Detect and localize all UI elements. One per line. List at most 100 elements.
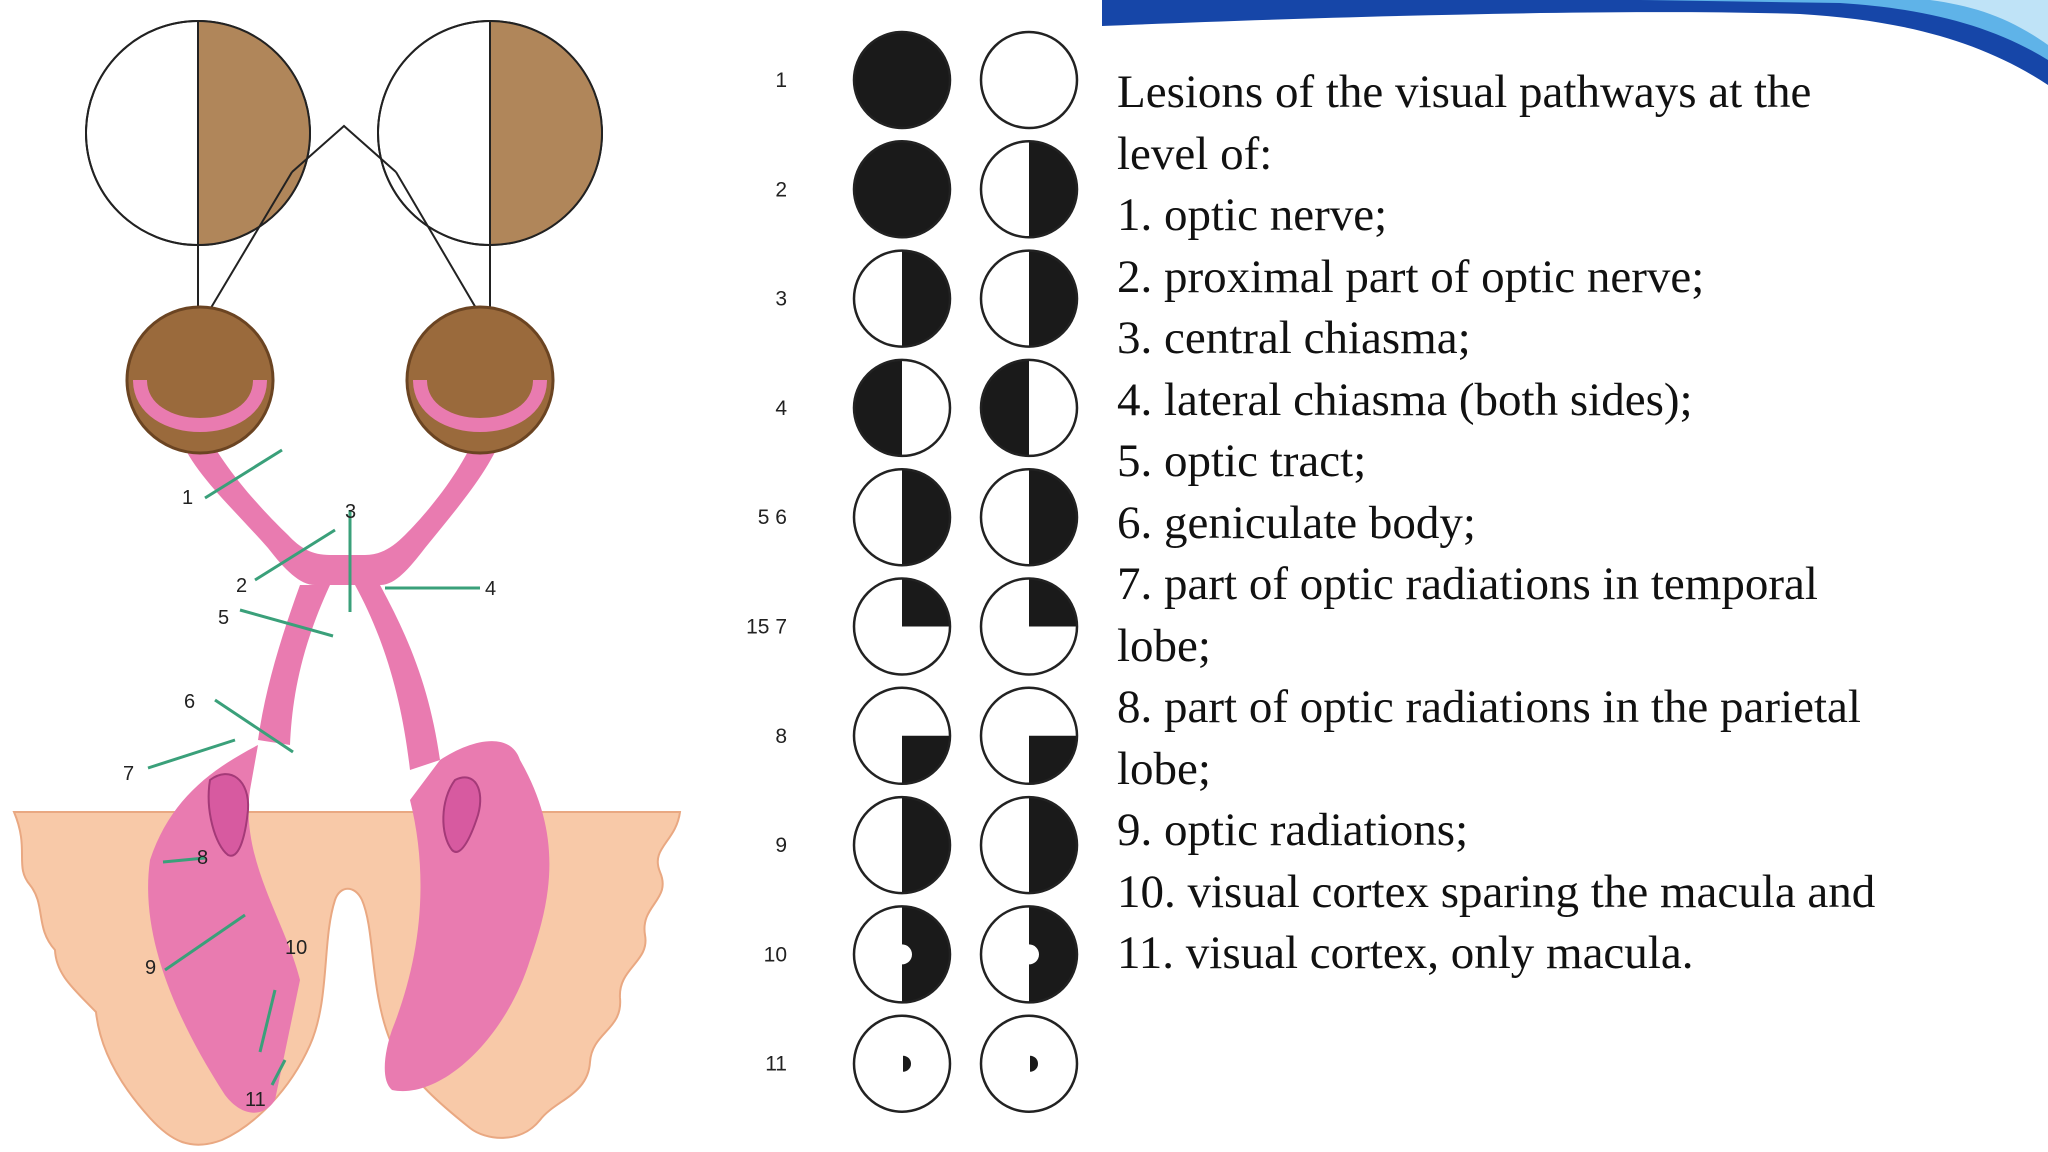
field-row-label: 9 [775,834,787,857]
field-outline [979,30,1079,130]
field-outline [979,140,1079,239]
left-eye-field-circle [852,358,952,458]
field-row: 1 [775,30,1079,130]
macula-spared [892,944,912,965]
field-outline [852,577,952,676]
field-fill [1029,469,1077,566]
field-fill [1029,735,1077,784]
field-outline [979,905,1079,1004]
field-fill [1029,797,1077,894]
field-row: 15 7 [746,577,1079,676]
field-outline [852,1014,952,1113]
macula-spared [1019,944,1039,965]
left-eye-field-circle [852,905,952,1004]
banner-swoosh-light [1640,0,2048,60]
field-row: 3 [775,249,1079,348]
field-row: 9 [775,795,1079,895]
field-outline [979,577,1079,676]
diagram-label-5: 5 [218,607,229,629]
diagram-label-2: 2 [236,575,247,597]
left-eye-field-circle [852,686,952,786]
field-fill [902,250,951,347]
field-outline [979,795,1079,895]
list-line: 4. lateral chiasma (both sides); [1117,373,1693,426]
field-row: 11 [765,1014,1079,1113]
left-eye-field-circle [852,795,952,895]
field-outline [852,467,952,567]
field-row-label: 15 7 [746,616,787,639]
field-outline [979,249,1079,348]
field-fill [981,359,1029,456]
list-line: 1. optic nerve; [1117,189,1388,241]
field-fill [902,578,950,627]
diagram-label-10: 10 [285,937,307,959]
field-row: 4 [775,358,1079,458]
optic-tract-right [355,585,440,770]
right-eye-field-circle [979,249,1079,348]
list-line: 11. visual cortex, only macula. [1117,927,1694,979]
list-line: 5. optic tract; [1117,435,1367,487]
diagram-label-8: 8 [197,847,208,869]
field-outline [979,467,1079,567]
field-outline [852,358,952,458]
list-line: 9. optic radiations; [1117,804,1469,856]
field-row: 8 [775,686,1079,786]
field-fill [1029,250,1077,347]
geniculate-body-left [207,773,250,857]
visual-pathway-diagram: 1 2 3 4 5 6 7 8 9 10 11 [12,20,682,1146]
list-line: 10. visual cortex sparing the macula and [1117,865,1876,918]
list-line: 7. part of optic radiations in temporal [1117,558,1818,610]
diagram-label-11: 11 [245,1089,266,1111]
list-line: 6. geniculate body; [1117,496,1476,549]
field-fill [902,906,951,1003]
lesion-lines [147,448,480,1086]
right-eye-field-circle [979,686,1079,786]
left-eye-field-circle [852,249,952,348]
field-row-label: 8 [775,725,787,748]
field-fill [1030,1055,1038,1072]
field-outline [979,686,1079,786]
list-line: 3. central chiasma; [1117,312,1471,364]
field-outline [852,30,952,130]
right-eye-field-circle [979,358,1079,458]
left-eye-field-circle [852,577,952,676]
field-row: 5 6 [758,467,1079,567]
left-eye-field-circle [852,467,952,567]
field-outline [852,905,952,1004]
left-eyeball [125,305,275,455]
list-line: 2. proximal part of optic nerve; [1117,250,1705,303]
field-outline [979,1014,1079,1113]
field-row-label: 4 [775,397,787,420]
optic-radiations-right [384,741,550,1092]
right-eye-field-circle [979,905,1079,1004]
banner-decoration [1102,0,2048,85]
diagram-label-9: 9 [145,957,156,979]
right-eye-field-circle [979,795,1079,895]
field-row-label: 2 [775,178,787,201]
field-fill [1029,141,1077,238]
diagram-label-4: 4 [485,578,496,600]
right-eye-field-circle [979,467,1079,567]
left-eye-field-circle [852,1014,952,1113]
heading-line: Lesions of the visual pathways at the [1117,66,1812,118]
field-row-label: 1 [775,69,787,92]
field-outline [852,140,952,239]
field-row-label: 10 [764,943,787,966]
diagram-label-6: 6 [184,691,195,713]
banner-swoosh-tip [1930,0,2048,45]
field-row: 2 [775,140,1079,239]
field-fill [902,469,951,566]
field-fill [854,141,950,238]
field-fill [854,32,950,128]
field-fill [902,735,950,784]
optic-pathway [178,430,505,585]
field-outline [979,358,1079,458]
field-row-label: 3 [775,288,787,311]
field-outline [852,249,952,348]
field-fill [1029,906,1077,1003]
visual-field-defects: 1 2 3 4 5 6 15 7 8 9 10 11 [746,30,1079,1113]
field-fill [854,359,902,456]
left-eye-field-circle [852,30,952,130]
